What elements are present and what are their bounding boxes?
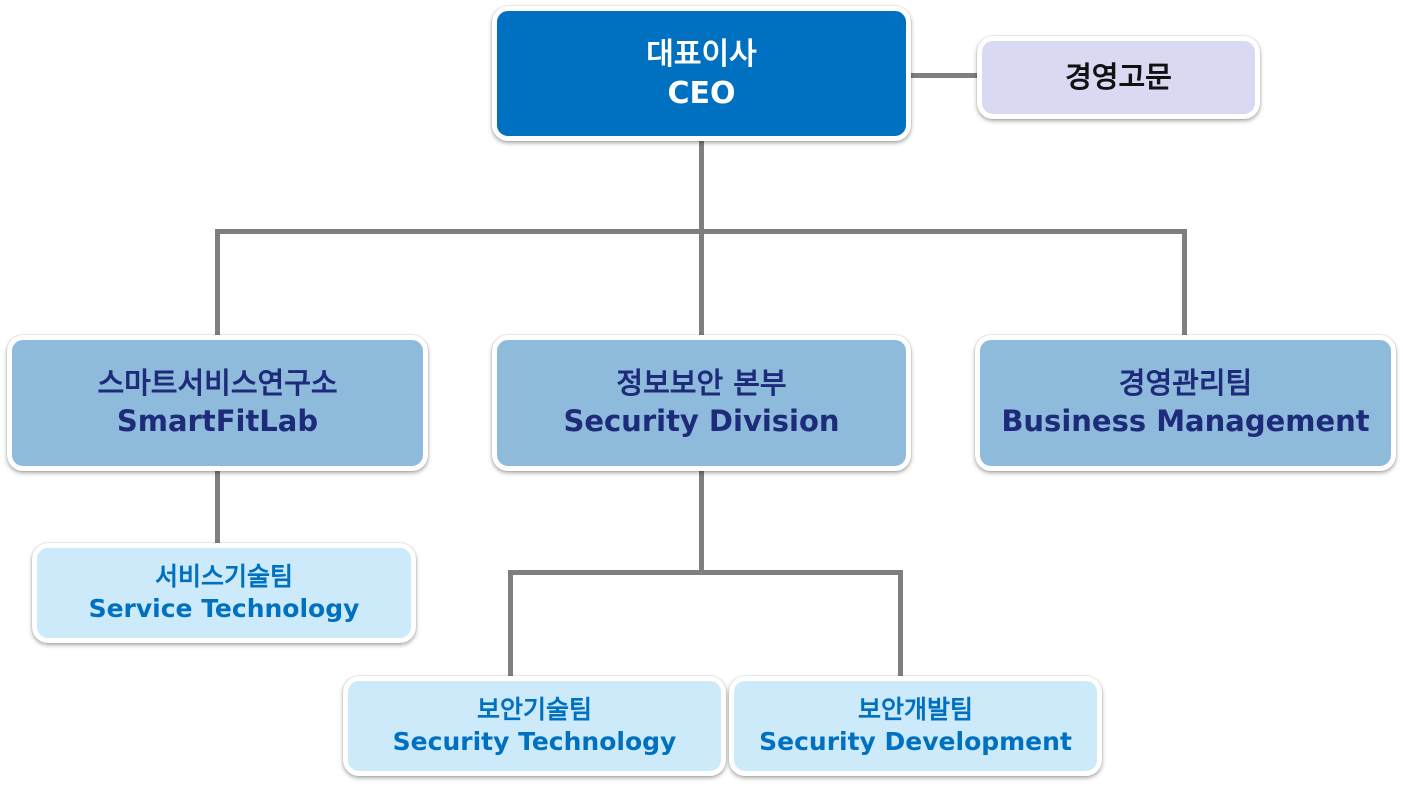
division-name-ko: 정보보안 본부 bbox=[616, 366, 787, 401]
ceo-title-ko: 대표이사 bbox=[646, 36, 757, 72]
division-security: 정보보안 본부 Security Division bbox=[492, 335, 911, 471]
division-name-en: SmartFitLab bbox=[116, 404, 319, 438]
team-name-en: Security Development bbox=[759, 727, 1072, 756]
connector-to-security-division bbox=[699, 229, 704, 335]
ceo-title-en: CEO bbox=[667, 75, 736, 111]
ceo-box: 대표이사 CEO bbox=[492, 6, 911, 141]
advisor-box: 경영고문 bbox=[977, 36, 1260, 119]
team-security-technology: 보안기술팀 Security Technology bbox=[343, 676, 726, 776]
team-name-ko: 보안개발팀 bbox=[857, 694, 973, 724]
team-name-ko: 서비스기술팀 bbox=[154, 561, 293, 591]
division-name-en: Security Division bbox=[563, 404, 840, 438]
team-name-ko: 보안기술팀 bbox=[476, 694, 592, 724]
division-name-ko: 경영관리팀 bbox=[1118, 366, 1253, 401]
connector-to-smartfitlab bbox=[215, 229, 220, 335]
connector-to-security-dev bbox=[898, 570, 903, 678]
connector-smartfitlab-to-service-tech bbox=[215, 468, 220, 546]
team-name-en: Service Technology bbox=[88, 594, 360, 623]
team-security-development: 보안개발팀 Security Development bbox=[729, 676, 1102, 776]
division-smartfitlab: 스마트서비스연구소 SmartFitLab bbox=[7, 335, 428, 471]
division-business-management: 경영관리팀 Business Management bbox=[975, 335, 1396, 471]
connector-to-security-tech bbox=[508, 570, 513, 678]
team-service-technology: 서비스기술팀 Service Technology bbox=[32, 543, 416, 643]
connector-ceo-advisor bbox=[908, 73, 980, 78]
team-name-en: Security Technology bbox=[392, 727, 677, 756]
division-name-ko: 스마트서비스연구소 bbox=[97, 366, 338, 401]
connector-to-business-management bbox=[1182, 229, 1187, 335]
connector-security-team-bus bbox=[508, 570, 903, 575]
advisor-title-ko: 경영고문 bbox=[1065, 59, 1172, 94]
connector-ceo-trunk bbox=[699, 138, 704, 234]
division-name-en: Business Management bbox=[1001, 404, 1370, 438]
connector-security-division-trunk bbox=[699, 468, 704, 573]
